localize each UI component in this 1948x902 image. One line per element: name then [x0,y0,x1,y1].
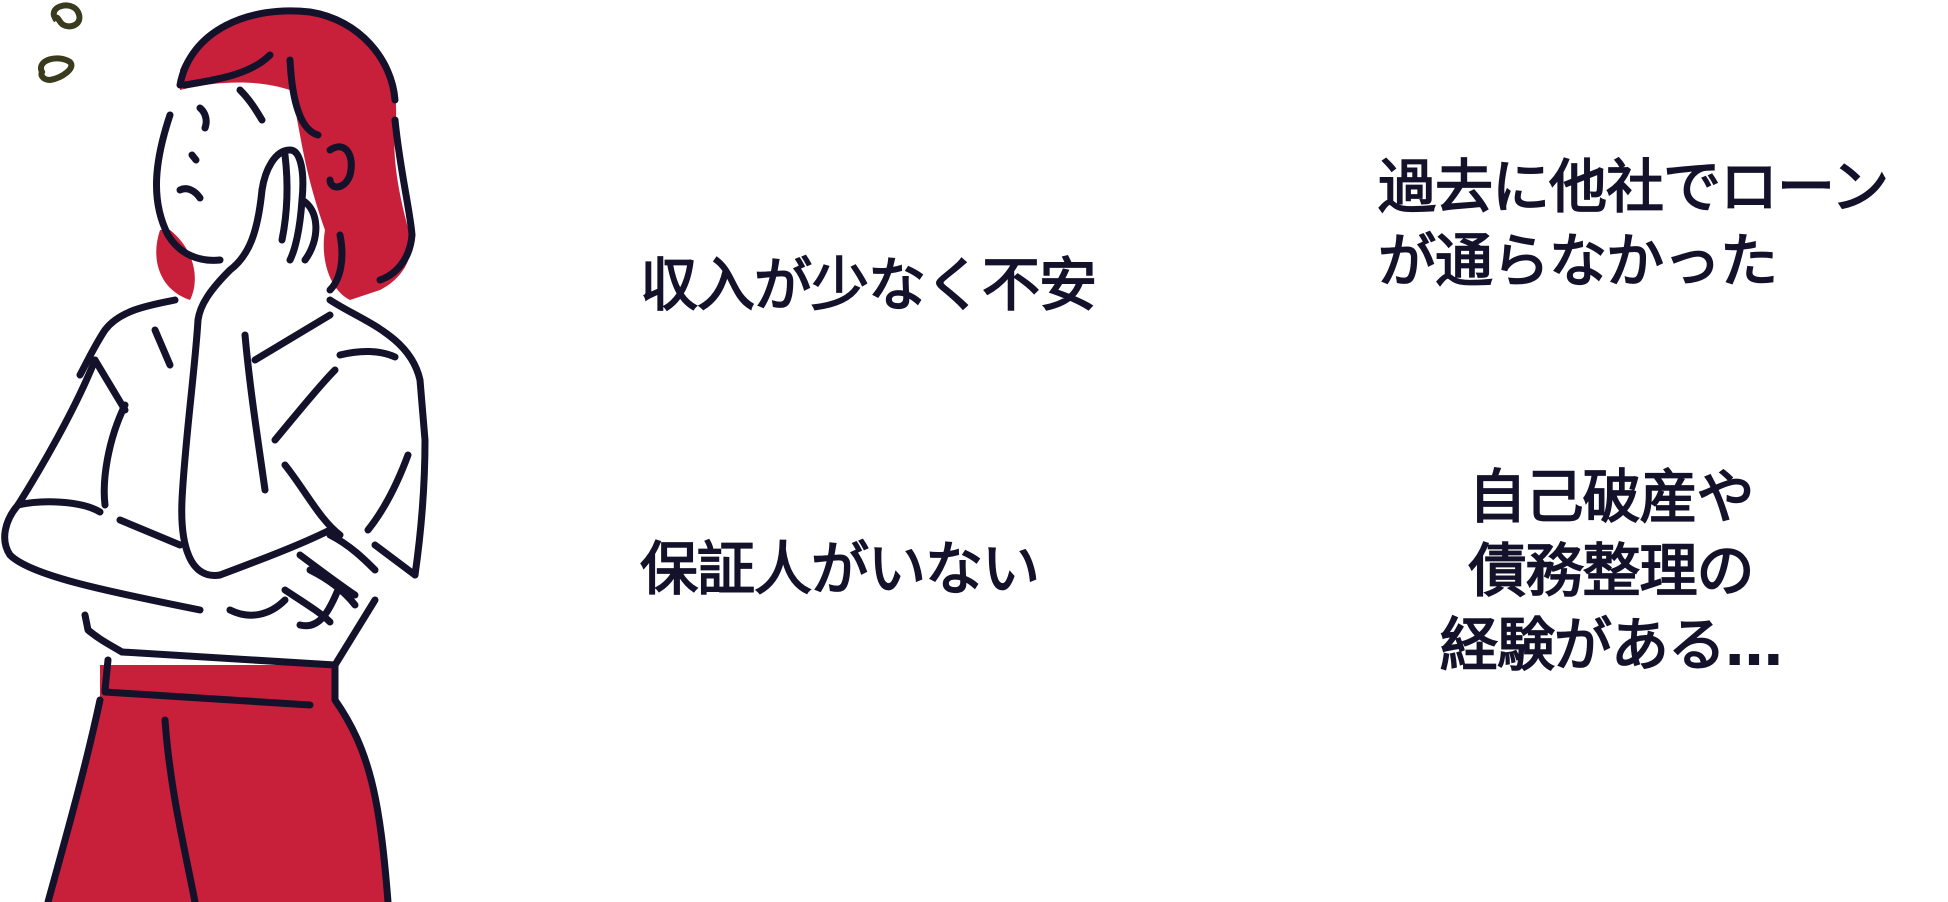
worry-guarantor-text: 保証人がいない [640,532,1040,606]
worried-woman-illustration [1,2,429,902]
worry-line: 自己破産や [1468,463,1755,531]
worry-line: が通らなかった [1378,227,1778,296]
worry-line: 収入が少なく不安 [640,251,1097,319]
worry-line: 過去に他社でローン [1378,153,1889,221]
worry-line: 経験がある… [1440,611,1783,680]
worry-line: 保証人がいない [640,535,1040,603]
worry-bankruptcy-text: 自己破産や 債務整理の 経験がある… [1440,460,1783,683]
worry-income-text: 収入が少なく不安 [640,248,1097,322]
worry-line: 債務整理の [1468,537,1755,606]
worry-loan-rejected-text: 過去に他社でローン が通らなかった [1378,150,1889,298]
sweat-drop-icon [38,2,83,84]
